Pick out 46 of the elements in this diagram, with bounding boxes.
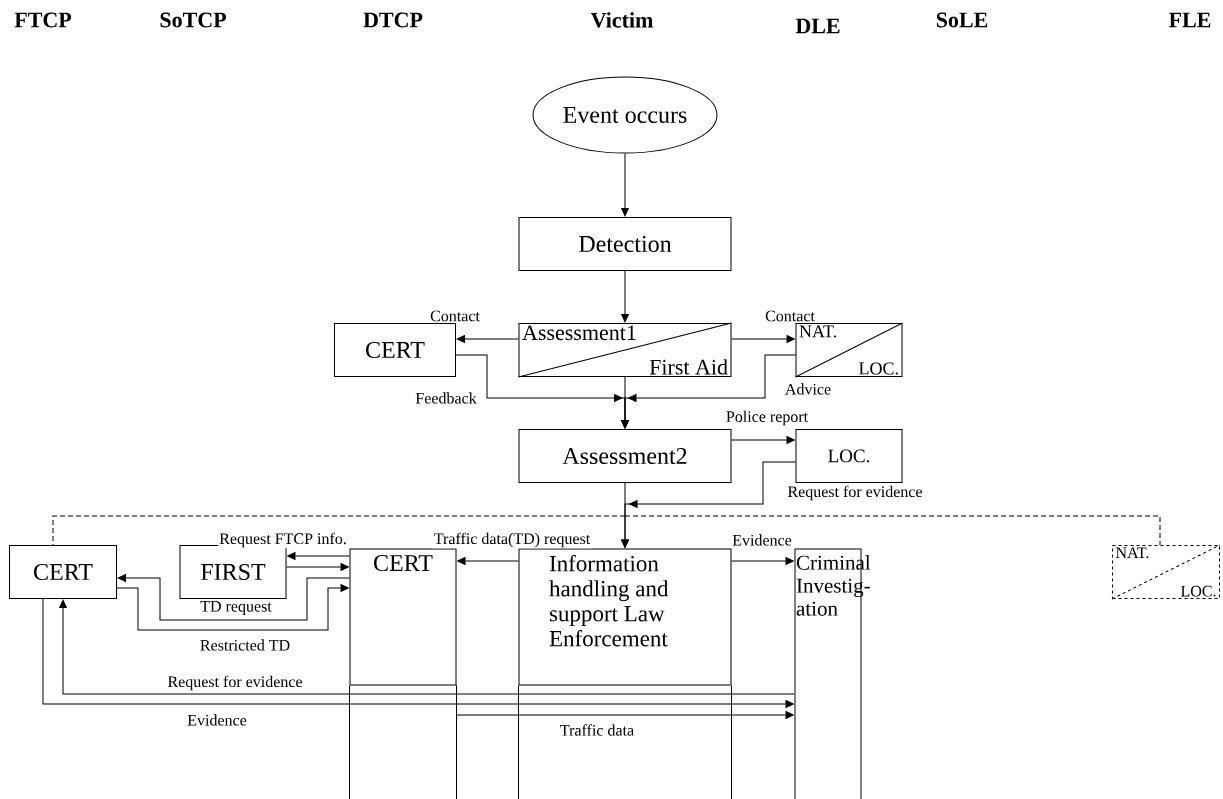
arrow [457, 557, 519, 565]
edge-label: Traffic data [558, 723, 636, 737]
lane-box: Criminal Investig-ation [794, 548, 871, 799]
process-box: CERT [9, 545, 117, 599]
edge-label: Contact [429, 309, 481, 323]
arrow [731, 436, 795, 444]
lane-box: CERT [349, 548, 457, 686]
process-box: Assessment2 [518, 429, 732, 483]
edge-label: Contact [764, 309, 816, 323]
edge-label: Request for evidence [786, 484, 924, 502]
split-box: Assessment1 First Aid [518, 322, 732, 378]
edge-label: Advice [783, 382, 833, 396]
lane-heading: DLE [795, 18, 840, 34]
lane-heading: Victim [590, 12, 653, 28]
arrow [456, 685, 794, 719]
arrow [117, 574, 350, 621]
lane-heading: SoLE [936, 12, 988, 28]
edge-label: Evidence [186, 713, 248, 727]
split-box: NAT. LOC. [1111, 544, 1221, 600]
arrow [731, 557, 794, 565]
lane-heading: FTCP [14, 12, 72, 28]
arrow [287, 552, 350, 560]
edge-label: Evidence [731, 533, 793, 547]
edge-label: TD request [199, 600, 273, 616]
edge-label: Restricted TD [198, 638, 292, 652]
arrow [731, 335, 795, 343]
lane-heading: SoTCP [160, 12, 226, 28]
arrow [116, 584, 349, 631]
edge-label: Feedback [414, 391, 478, 405]
arrow [621, 270, 629, 323]
arrow [456, 335, 519, 343]
process-box: LOC. [795, 429, 903, 483]
edge-label: Traffic data(TD) request [432, 531, 592, 549]
lane-heading: FLE [1169, 12, 1211, 28]
arrow [621, 153, 629, 217]
arrow [286, 563, 349, 571]
edge-label: Request for evidence [166, 674, 304, 692]
edge-label: Police report [724, 409, 810, 427]
process-box: Detection [518, 217, 732, 271]
edge-label: Request FTCP info. [218, 531, 348, 549]
lane-heading: DTCP [363, 12, 423, 28]
lane-box: Information handling and support Law Enforcement [518, 548, 732, 686]
arrow [621, 376, 629, 429]
arrow [621, 482, 629, 548]
process-box: CERT [334, 323, 456, 377]
split-box: NAT. LOC. [795, 322, 903, 378]
